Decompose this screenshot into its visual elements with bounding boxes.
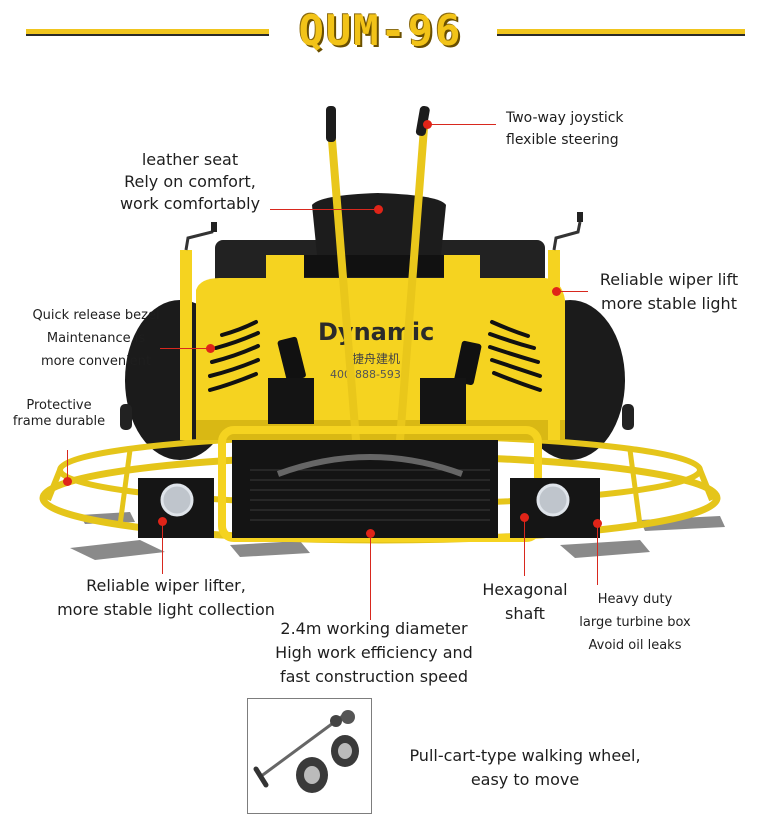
dot-diameter [366, 529, 375, 538]
dot-wiper-left [158, 517, 167, 526]
walking-wheel-illustration [253, 710, 359, 793]
seat-bracket-right [444, 255, 480, 279]
joystick-right [396, 124, 428, 444]
title-line-right [497, 29, 745, 36]
callout-wiper-right: Reliable wiper lift more stable light [599, 270, 739, 313]
lead-joystick [428, 124, 496, 125]
pedal-right [454, 340, 482, 386]
lead-shaft [524, 520, 525, 576]
grille-arch [276, 454, 464, 477]
lead-frame [67, 450, 68, 480]
crank-left [184, 225, 216, 251]
joystick-left [328, 136, 360, 444]
headlight-left [160, 483, 194, 517]
dot-seat [374, 205, 383, 214]
brand-phone: 400-888-5936 [330, 368, 408, 381]
callout-turbine: Heavy duty large turbine box Avoid oil l… [579, 592, 691, 653]
dot-joystick [423, 120, 432, 129]
pedal-left [277, 336, 306, 382]
left-vent [208, 320, 260, 392]
leather-seat [312, 193, 446, 265]
dot-frame [63, 477, 72, 486]
brand-cn: 捷舟建机 [352, 352, 400, 366]
brand-logo: Dynamic [318, 318, 434, 346]
crank-knob [211, 222, 217, 232]
callout-joystick: Two-way joystick flexible steering [506, 110, 624, 148]
walking-wheel-inset [247, 698, 372, 814]
dot-wiper-right [552, 287, 561, 296]
callout-wiper-left: Reliable wiper lifter, more stable light… [57, 576, 275, 619]
crank-right [552, 221, 582, 251]
callout-wheel: Pull-cart-type walking wheel, easy to mo… [409, 746, 641, 789]
lead-wiper-left [162, 524, 163, 574]
ring-strut [627, 449, 643, 526]
product-title: QUM-96 [298, 6, 463, 55]
seat-base [300, 255, 460, 277]
lead-turbine [597, 527, 598, 585]
side-lamp-left [120, 404, 132, 430]
ring-strut [45, 468, 63, 502]
wiper-lift-post-left [180, 250, 192, 440]
trowel-blade [70, 540, 165, 560]
headlight-right [536, 483, 570, 517]
crank-knob [577, 212, 583, 222]
foot-box-left [268, 378, 314, 424]
ring-strut [117, 449, 133, 526]
lead-wiper-right [558, 291, 588, 292]
ring-strut [697, 468, 715, 502]
trowel-blade [230, 541, 310, 557]
callout-seat: leather seat Rely on comfort, work comfo… [119, 150, 261, 213]
wiper-lift-post-right [548, 250, 560, 440]
foot-box-right [420, 378, 466, 424]
side-lamp-right [622, 404, 634, 430]
lead-bezel [160, 348, 212, 349]
seat-bracket-left [266, 255, 304, 279]
callout-bezel: Quick release bezel Maintenance is more … [32, 308, 160, 369]
dot-bezel [206, 344, 215, 353]
lead-diameter [370, 534, 371, 620]
callout-diameter: 2.4m working diameter High work efficien… [275, 619, 473, 686]
callout-frame: Protective frame durable [12, 398, 106, 429]
dot-turbine [593, 519, 602, 528]
joystick-grip-left [326, 106, 336, 142]
lead-seat [270, 209, 378, 210]
title-line-left [26, 29, 269, 36]
power-trowel-machine-illustration: Dynamic 捷舟建机 400-888-5936 [39, 105, 725, 560]
trowel-blade [560, 540, 650, 558]
callout-shaft: Hexagonal shaft [482, 580, 568, 623]
right-vent [488, 320, 542, 392]
dot-shaft [520, 513, 529, 522]
